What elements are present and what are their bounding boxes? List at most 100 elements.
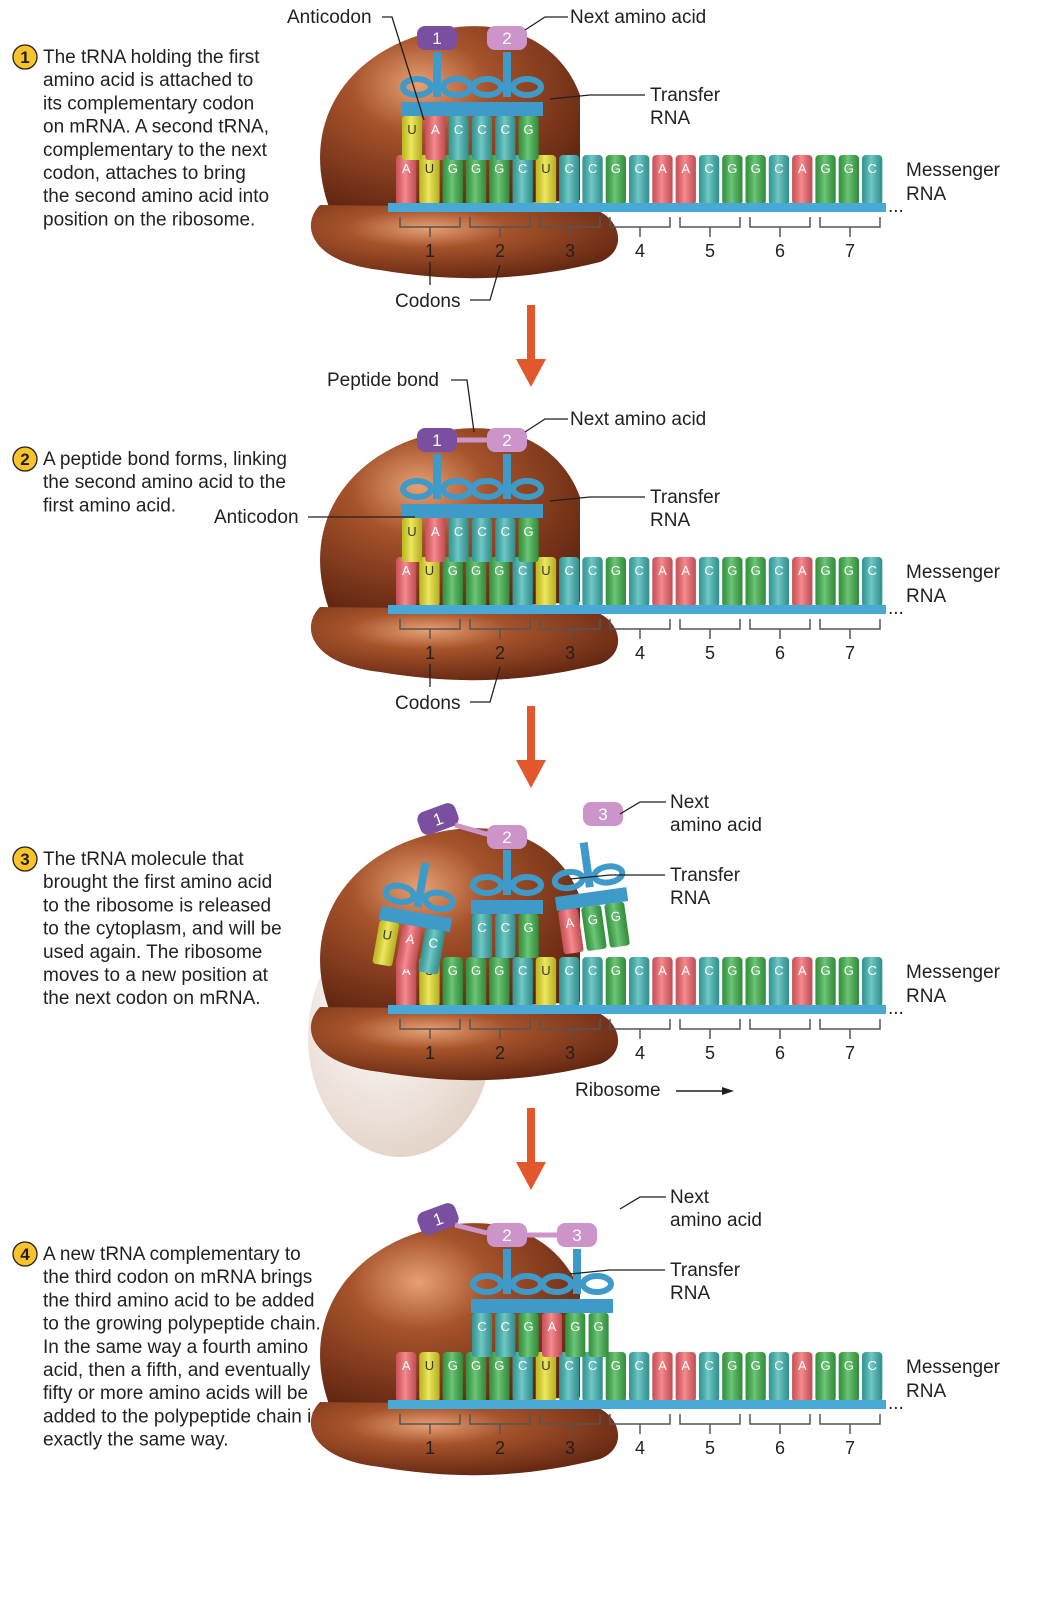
step-description-line: to the ribosome is released bbox=[43, 895, 271, 916]
mrna-base: C bbox=[629, 1352, 649, 1402]
amino-acid: 2 bbox=[487, 825, 527, 849]
mrna-base-letter: C bbox=[565, 563, 574, 578]
transfer-rna-label: RNA bbox=[670, 888, 710, 909]
mrna-base-letter: A bbox=[658, 563, 667, 578]
amino-acid-number: 2 bbox=[502, 1226, 511, 1245]
mrna-base-letter: C bbox=[867, 161, 876, 176]
mrna-base-letter: G bbox=[448, 161, 458, 176]
panel-step-3: 3The tRNA molecule thatbrought the first… bbox=[13, 792, 1001, 1157]
codon-bracket bbox=[750, 1414, 810, 1424]
mrna-base-letter: C bbox=[634, 1358, 643, 1373]
mrna-base: G bbox=[606, 155, 626, 205]
mrna-base: U bbox=[536, 957, 556, 1007]
mrna-base: C bbox=[699, 1352, 719, 1402]
mrna-base: G bbox=[722, 1352, 742, 1402]
codon-number: 3 bbox=[565, 241, 575, 261]
anticodon-base-letter: G bbox=[524, 1319, 534, 1334]
anticodon-base-letter: C bbox=[501, 122, 510, 137]
mrna-base-letter: A bbox=[658, 161, 667, 176]
mrna-base-letter: G bbox=[820, 1358, 830, 1373]
mrna-base: C bbox=[769, 155, 789, 205]
codon-number: 2 bbox=[495, 643, 505, 663]
next-amino-acid-label: Next bbox=[670, 1187, 710, 1208]
mrna-base-letter: U bbox=[425, 1358, 434, 1373]
mrna-base: A bbox=[676, 155, 696, 205]
anticodon-base-letter: C bbox=[501, 1319, 510, 1334]
codon-bracket bbox=[820, 619, 880, 629]
codon-number: 4 bbox=[635, 1438, 645, 1458]
anticodon-base-letter: C bbox=[454, 122, 463, 137]
codon-bracket bbox=[680, 619, 740, 629]
step-description-line: used again. The ribosome bbox=[43, 942, 262, 963]
trna-stem bbox=[503, 1249, 511, 1294]
step-number: 3 bbox=[20, 850, 29, 869]
next-amino-acid-label: Next bbox=[670, 792, 710, 813]
mrna-base-letter: A bbox=[798, 963, 807, 978]
amino-acid: 3 bbox=[557, 1223, 597, 1247]
arrow-head bbox=[516, 359, 546, 387]
mrna-base: C bbox=[559, 155, 579, 205]
next-amino-acid-leader bbox=[525, 17, 568, 30]
codons-label: Codons bbox=[395, 291, 461, 312]
trna-body bbox=[401, 102, 473, 116]
mrna-base-letter: G bbox=[471, 161, 481, 176]
codon-bracket bbox=[610, 619, 670, 629]
trna-stem bbox=[503, 454, 511, 499]
mrna-base: G bbox=[489, 957, 509, 1007]
anticodon-base-letter: C bbox=[477, 920, 486, 935]
codon-number: 2 bbox=[495, 1043, 505, 1063]
mrna-ellipsis: ... bbox=[888, 196, 904, 217]
mrna-base: C bbox=[862, 155, 882, 205]
mrna-base: A bbox=[396, 155, 416, 205]
mrna-base: C bbox=[629, 557, 649, 607]
mrna-base-letter: G bbox=[494, 963, 504, 978]
codon-bracket bbox=[680, 217, 740, 227]
mrna-base-letter: U bbox=[541, 1358, 550, 1373]
mrna-base-letter: C bbox=[704, 563, 713, 578]
mrna-base-letter: A bbox=[658, 1358, 667, 1373]
messenger-rna-label: RNA bbox=[906, 1381, 946, 1402]
arrow-shaft bbox=[527, 1108, 535, 1164]
amino-acid-number: 2 bbox=[502, 29, 511, 48]
anticodon-base-letter: A bbox=[431, 122, 440, 137]
messenger-rna-label: Messenger bbox=[906, 562, 1001, 583]
mrna-base-letter: A bbox=[402, 161, 411, 176]
arrow-shaft bbox=[527, 706, 535, 762]
codon-bracket bbox=[820, 1019, 880, 1029]
mrna-base-letter: A bbox=[402, 1358, 411, 1373]
mrna-base-letter: G bbox=[471, 563, 481, 578]
trna-stem bbox=[433, 52, 441, 97]
step-description-line: amino acid is attached to bbox=[43, 70, 253, 91]
mrna-backbone bbox=[388, 1005, 886, 1014]
step-description-line: The tRNA molecule that bbox=[43, 849, 244, 870]
mrna-base-letter: A bbox=[798, 1358, 807, 1373]
mrna-base-letter: G bbox=[494, 161, 504, 176]
mrna-base: G bbox=[839, 557, 859, 607]
mrna-base: G bbox=[746, 1352, 766, 1402]
step-down-arrow bbox=[516, 706, 546, 788]
mrna-base-letter: C bbox=[588, 563, 597, 578]
mrna-base-letter: G bbox=[448, 563, 458, 578]
anticodon-base-letter: A bbox=[431, 524, 440, 539]
codon-number: 7 bbox=[845, 1043, 855, 1063]
mrna-base: G bbox=[443, 557, 463, 607]
mrna-base-letter: G bbox=[494, 1358, 504, 1373]
mrna-base: G bbox=[722, 557, 742, 607]
mrna-base: G bbox=[839, 957, 859, 1007]
mrna-base: U bbox=[536, 155, 556, 205]
anticodon-base-letter: G bbox=[524, 920, 534, 935]
step-down-arrow bbox=[516, 1108, 546, 1190]
anticodon-base-letter: G bbox=[524, 524, 534, 539]
step-number: 1 bbox=[20, 48, 29, 67]
trna-body bbox=[471, 900, 543, 914]
codon-number: 1 bbox=[425, 643, 435, 663]
mrna-base-letter: G bbox=[611, 161, 621, 176]
codon-number: 5 bbox=[705, 1043, 715, 1063]
trna-body bbox=[471, 1299, 543, 1313]
mrna-base: G bbox=[606, 557, 626, 607]
mrna-base: C bbox=[862, 557, 882, 607]
anticodon-label: Anticodon bbox=[287, 7, 372, 28]
mrna-base-letter: C bbox=[634, 563, 643, 578]
mrna-base: A bbox=[652, 155, 672, 205]
